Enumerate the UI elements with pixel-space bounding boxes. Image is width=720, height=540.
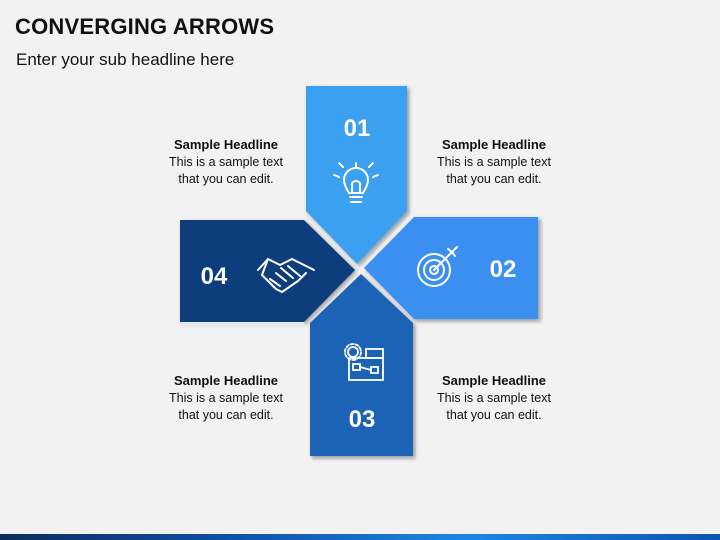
target-icon <box>417 246 458 287</box>
arrow-03-number: 03 <box>349 406 376 433</box>
caption-top-left: Sample Headline This is a sample text th… <box>136 136 316 187</box>
caption-headline: Sample Headline <box>441 137 547 152</box>
lightbulb-icon <box>333 162 379 203</box>
caption-line-1: This is a sample text <box>437 391 551 405</box>
caption-line-1: This is a sample text <box>437 155 551 169</box>
arrow-04[interactable]: 04 <box>180 220 355 326</box>
arrow-04-shape <box>180 220 355 322</box>
arrow-02-shape <box>364 217 538 319</box>
arrow-02[interactable]: 02 <box>364 217 543 323</box>
caption-bottom-left: Sample Headline This is a sample text th… <box>136 372 316 423</box>
arrow-03-shape <box>310 274 413 456</box>
caption-line-1: This is a sample text <box>169 391 283 405</box>
arrow-02-number: 02 <box>490 256 517 283</box>
caption-headline: Sample Headline <box>173 373 279 388</box>
caption-headline: Sample Headline <box>441 373 547 388</box>
caption-headline: Sample Headline <box>173 137 279 152</box>
footer-accent-bar <box>0 534 720 540</box>
caption-line-2: that you can edit. <box>446 407 542 422</box>
caption-line-2: that you can edit. <box>178 171 274 186</box>
caption-top-right: Sample Headline This is a sample text th… <box>404 136 584 187</box>
page-subtitle: Enter your sub headline here <box>16 50 235 69</box>
arrow-01[interactable]: 01 <box>306 86 410 268</box>
arrow-03[interactable]: 03 <box>310 274 416 460</box>
gear-flowchart-icon <box>344 343 384 381</box>
arrow-04-number: 04 <box>201 263 228 290</box>
caption-line-1: This is a sample text <box>169 155 283 169</box>
caption-line-2: that you can edit. <box>446 171 542 186</box>
handshake-icon <box>257 258 315 293</box>
caption-bottom-right: Sample Headline This is a sample text th… <box>404 372 584 423</box>
page-title: CONVERGING ARROWS <box>15 14 275 39</box>
arrow-01-shape <box>306 86 407 264</box>
caption-line-2: that you can edit. <box>178 407 274 422</box>
arrow-01-number: 01 <box>344 115 371 142</box>
